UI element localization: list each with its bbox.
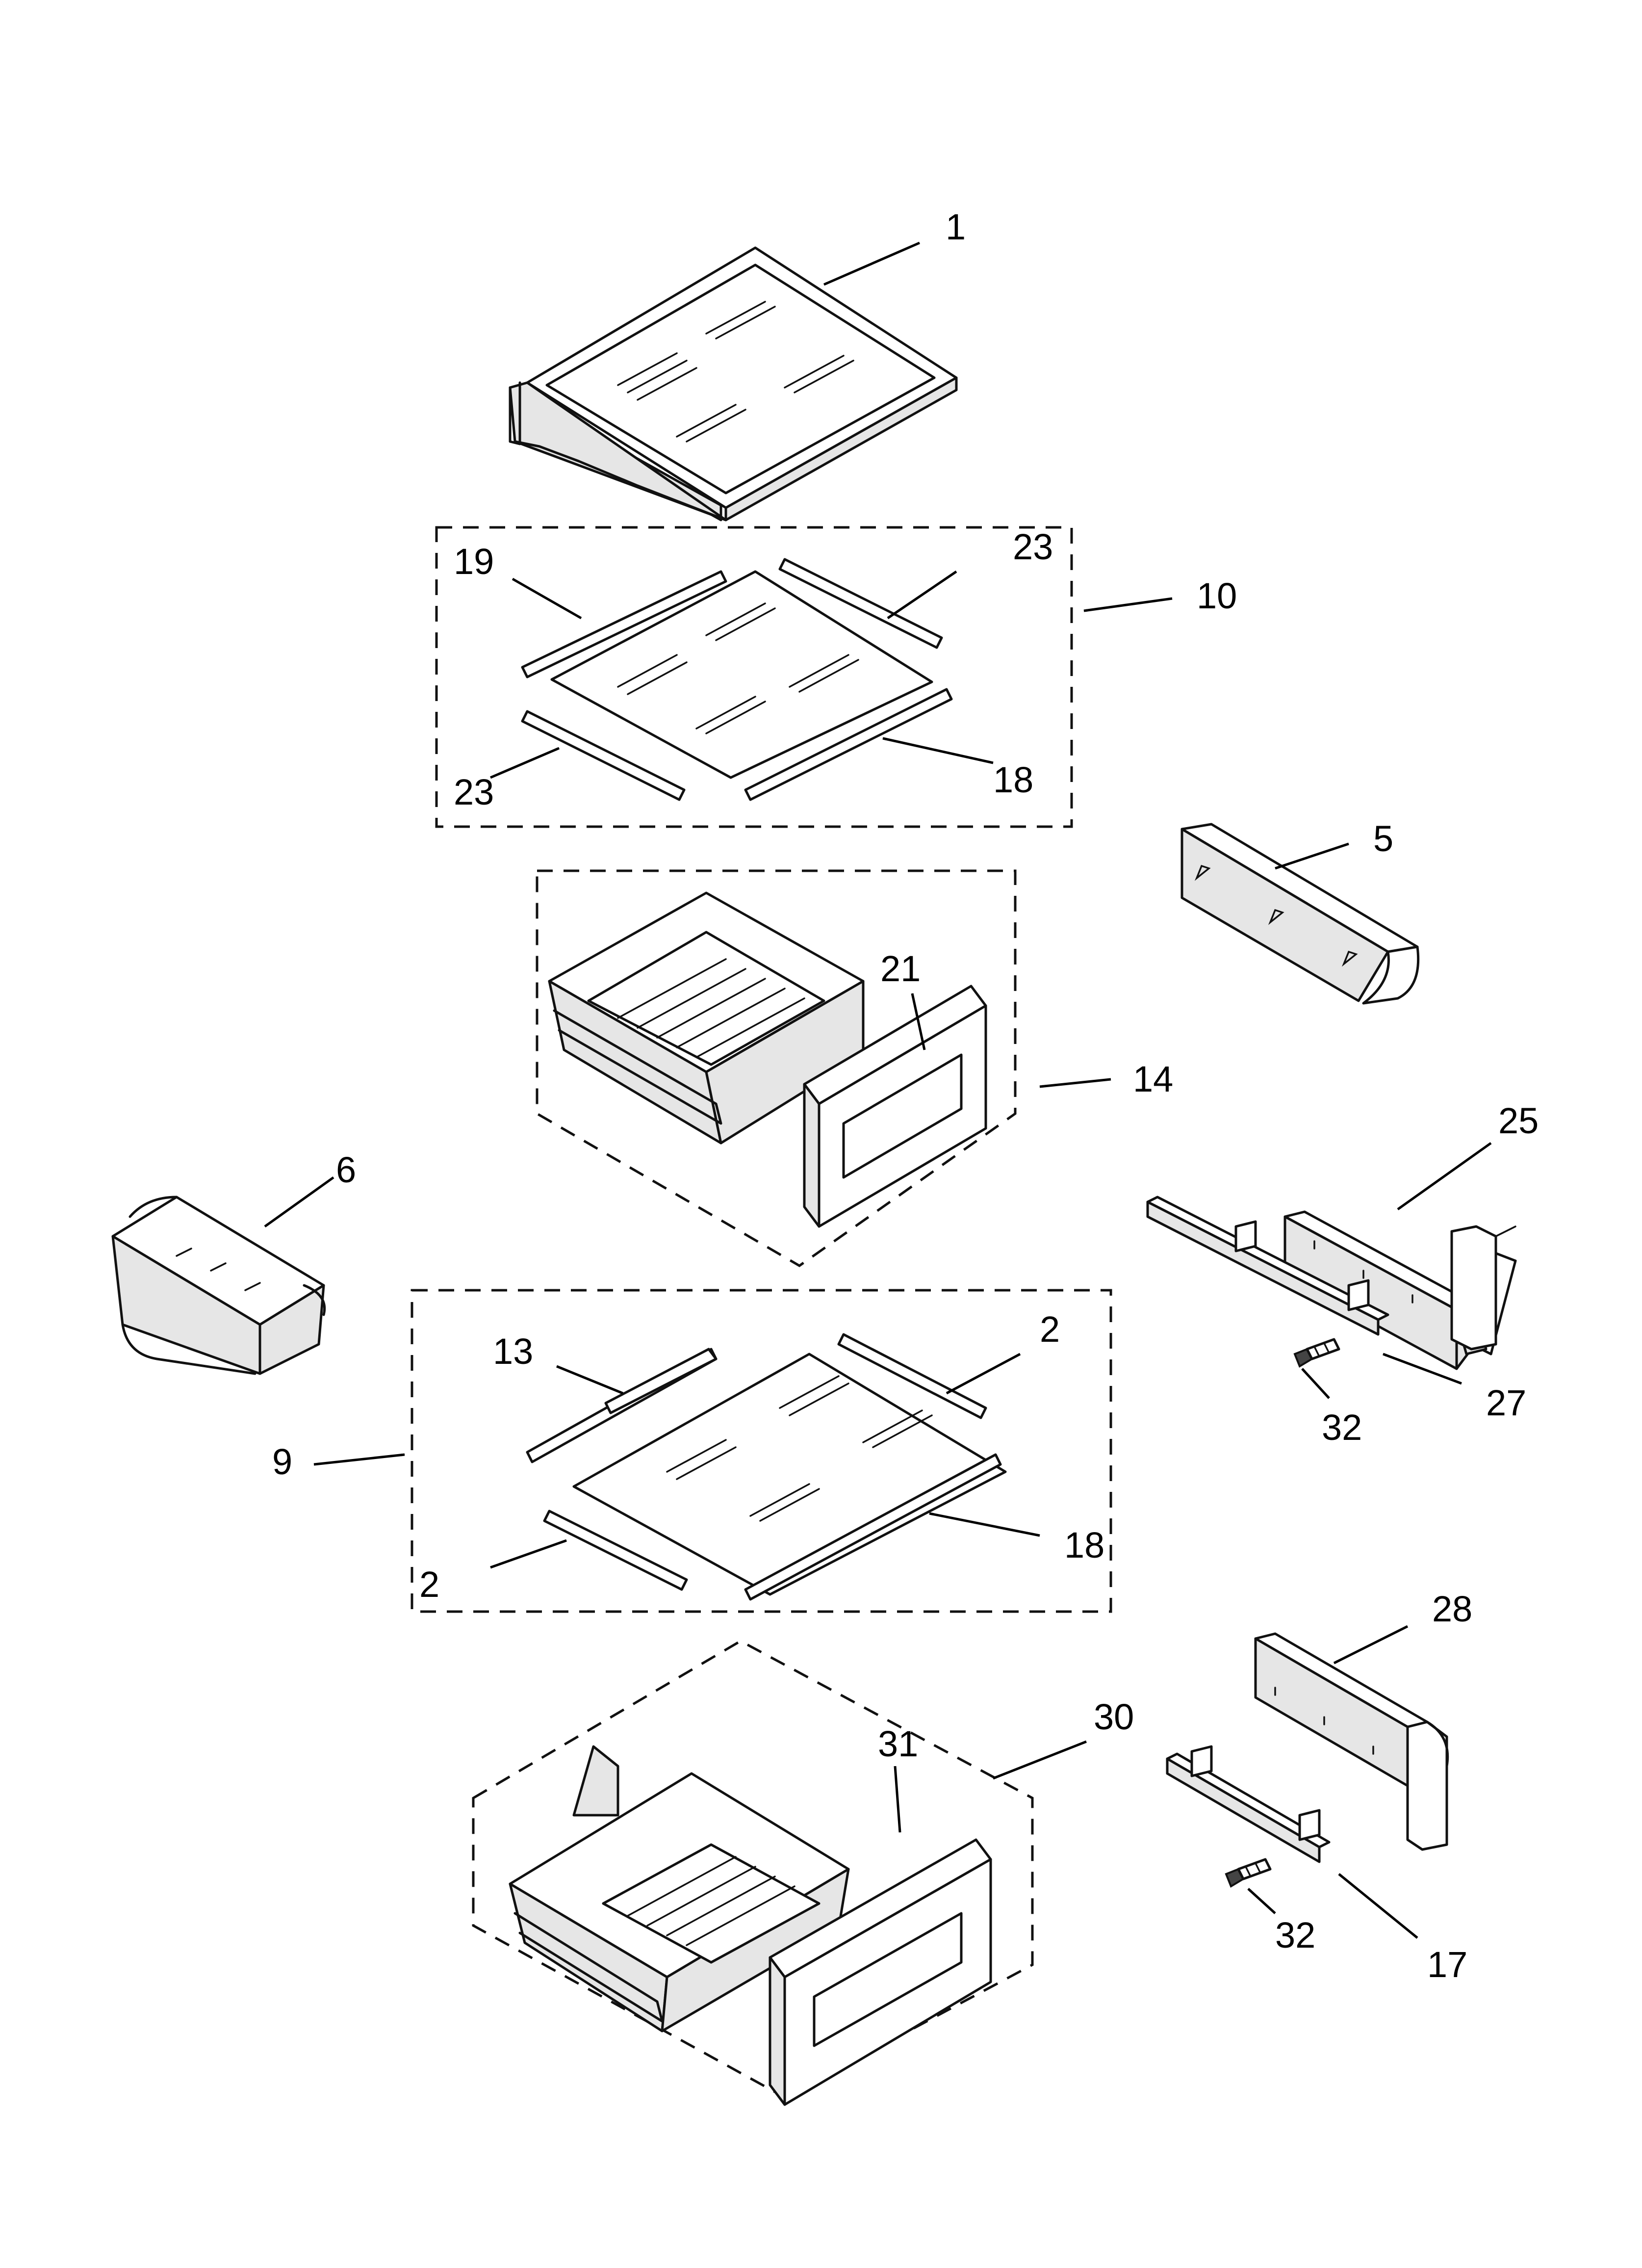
callout-31: 31 [878, 1723, 918, 1764]
callout-18-bottom: 18 [1064, 1525, 1104, 1565]
callout-28: 28 [1432, 1589, 1472, 1629]
part-5-crisper-cover-channel [1180, 823, 1420, 1005]
callout-27: 27 [1486, 1382, 1526, 1423]
callout-labels: 1 19 23 10 23 18 5 21 14 25 6 13 2 27 32… [272, 207, 1539, 1985]
part-27-slide-rail [1146, 1196, 1389, 1336]
callout-25: 25 [1498, 1100, 1539, 1141]
part-32-screw [1293, 1338, 1340, 1368]
callout-19: 19 [454, 541, 494, 582]
callout-32-upper: 32 [1322, 1407, 1362, 1448]
callout-17: 17 [1427, 1944, 1467, 1985]
part-6-door-bin [111, 1196, 326, 1375]
callout-2-left: 2 [419, 1564, 439, 1605]
group-30-crisper-drawer-assembly [472, 1640, 1034, 2106]
callout-21: 21 [880, 948, 921, 989]
callout-23-bottom: 23 [454, 772, 494, 812]
part-32-screw-lower [1225, 1858, 1272, 1888]
callout-10: 10 [1197, 575, 1237, 616]
callout-5: 5 [1373, 818, 1393, 859]
callout-32-lower: 32 [1275, 1915, 1315, 1955]
group-9-shelf-glass-kit [410, 1289, 1112, 1613]
leader-lines [264, 241, 1492, 1939]
callout-13: 13 [493, 1331, 533, 1372]
callout-18-top: 18 [993, 759, 1033, 800]
callout-9: 9 [272, 1441, 292, 1482]
callout-14: 14 [1133, 1059, 1173, 1099]
group-10-shelf-glass-kit [435, 526, 1073, 828]
callout-23-top: 23 [1013, 526, 1053, 567]
part-28-crisper-slide-bracket [1254, 1632, 1449, 1851]
part-25-crisper-slide-bracket [1283, 1210, 1517, 1370]
callout-1: 1 [946, 207, 966, 247]
callout-2-right: 2 [1040, 1309, 1060, 1350]
callout-6: 6 [336, 1149, 356, 1190]
part-17-slide-rail [1166, 1745, 1331, 1863]
part-1-glass-shelf-assembly [509, 246, 958, 521]
group-14-crisper-drawer-assembly [536, 869, 1017, 1267]
callout-30: 30 [1094, 1696, 1134, 1737]
